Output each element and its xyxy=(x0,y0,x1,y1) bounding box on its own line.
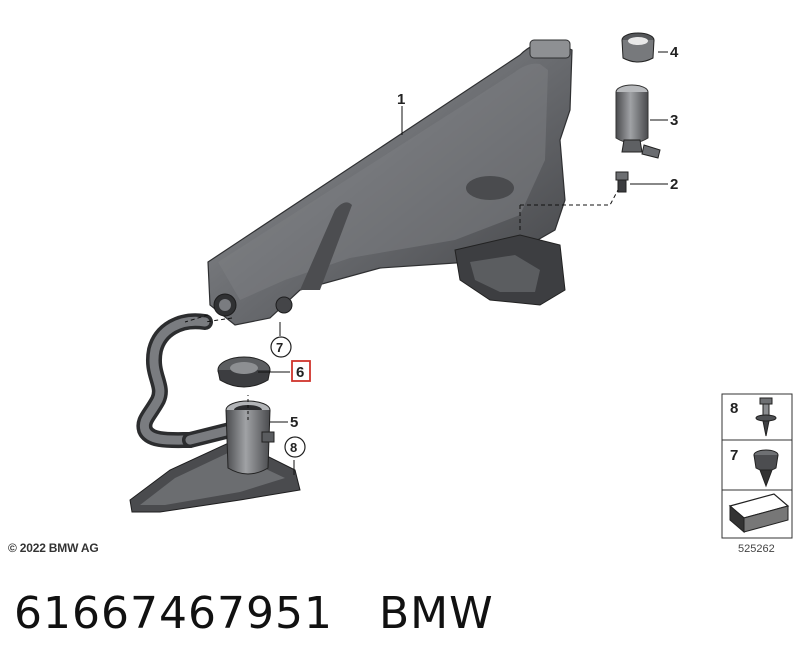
filler-cap xyxy=(217,356,271,388)
filler-neck xyxy=(129,400,301,513)
callout-8: 8 xyxy=(290,440,297,455)
callout-6: 6 xyxy=(296,364,304,381)
screw-icon xyxy=(755,397,777,437)
washer-fluid-reservoir xyxy=(207,39,573,326)
washer-pump xyxy=(615,84,661,159)
parts-diagram: 1 4 3 2 5 6 7 8 8 7 xyxy=(129,32,793,539)
highlight-box xyxy=(291,360,311,382)
washer-hose xyxy=(136,313,238,449)
brand-name: BMW xyxy=(378,588,494,639)
sheet-metal-icon xyxy=(728,493,790,534)
leader-lines xyxy=(184,51,668,475)
callout-8-circle xyxy=(284,436,306,458)
callout-1: 1 xyxy=(397,91,405,108)
legend-item-8: 8 xyxy=(730,400,738,417)
callout-2: 2 xyxy=(670,176,678,193)
callout-7: 7 xyxy=(276,340,283,355)
footer-caption: 61667467951 BMW xyxy=(14,588,494,639)
grommet xyxy=(615,171,629,193)
expanding-nut-icon xyxy=(753,449,779,488)
legend-panel: 8 7 xyxy=(721,393,793,539)
callout-7-circle xyxy=(270,336,292,358)
callout-5: 5 xyxy=(290,414,298,431)
copyright-notice: © 2022 BMW AG xyxy=(8,541,99,555)
callout-4: 4 xyxy=(670,44,679,61)
seal-ring xyxy=(621,32,655,63)
legend-item-7: 7 xyxy=(730,447,738,464)
diagram-id: 525262 xyxy=(738,543,775,555)
callout-3: 3 xyxy=(670,112,678,129)
part-number: 61667467951 xyxy=(14,588,333,639)
